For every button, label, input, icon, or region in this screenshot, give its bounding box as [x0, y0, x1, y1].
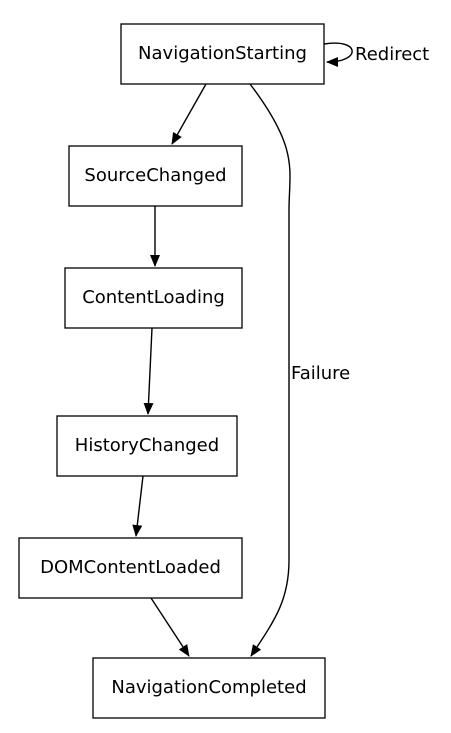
edge-label-failure: Failure	[291, 363, 350, 384]
node-dom-content-loaded: DOMContentLoaded	[18, 537, 243, 599]
node-source-changed: SourceChanged	[68, 145, 243, 207]
node-label-navigation-starting: NavigationStarting	[138, 43, 307, 64]
node-history-changed: HistoryChanged	[56, 415, 238, 477]
node-label-dom-content-loaded: DOMContentLoaded	[40, 557, 221, 578]
node-label-navigation-completed: NavigationCompleted	[111, 677, 306, 698]
edge-redirect-loop	[323, 42, 353, 67]
node-navigation-starting: NavigationStarting	[120, 23, 325, 85]
node-label-source-changed: SourceChanged	[84, 165, 226, 186]
node-label-content-loading: ContentLoading	[82, 287, 225, 308]
edge-label-redirect: Redirect	[355, 44, 429, 65]
node-content-loading: ContentLoading	[64, 267, 243, 329]
edge-domcontent-to-completed	[150, 597, 190, 657]
node-navigation-completed: NavigationCompleted	[92, 657, 326, 719]
edge-starting-to-completed-failure	[249, 83, 291, 657]
edge-content-to-history	[143, 327, 154, 415]
edge-starting-to-source	[171, 83, 207, 145]
edge-history-to-domcontent	[132, 475, 144, 537]
node-label-history-changed: HistoryChanged	[75, 435, 219, 456]
